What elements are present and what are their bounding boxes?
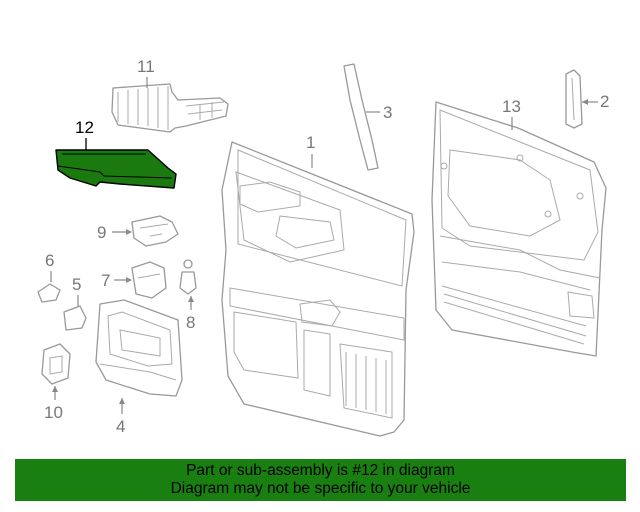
part-9-bracket[interactable] [131, 215, 179, 247]
part-1-door-trim-panel[interactable] [221, 141, 415, 437]
callout-5: 5 [72, 275, 81, 294]
callout-2: 2 [600, 92, 609, 111]
part-5-retainer[interactable] [63, 305, 87, 331]
info-banner: Part or sub-assembly is #12 in diagram D… [15, 459, 626, 501]
part-4-map-pocket[interactable] [95, 299, 183, 397]
callout-1: 1 [306, 133, 315, 152]
part-11-switch-assembly[interactable] [111, 83, 229, 133]
part-3-weatherstrip[interactable] [343, 63, 379, 171]
part-6-clip[interactable] [37, 283, 61, 303]
part-13-inner-door-panel[interactable] [431, 101, 607, 357]
callout-11: 11 [137, 57, 155, 76]
callout-9: 9 [97, 223, 106, 242]
callout-12: 12 [75, 118, 94, 137]
parts-diagram: 11 12 3 2 1 [37, 57, 609, 437]
part-2-trim-piece[interactable] [565, 69, 583, 129]
part-10-cover[interactable] [41, 343, 71, 385]
part-7-switch[interactable] [131, 261, 167, 299]
callout-3: 3 [383, 103, 392, 122]
banner-line-2: Diagram may not be specific to your vehi… [170, 480, 471, 497]
callout-10: 10 [44, 403, 63, 422]
callout-4: 4 [116, 417, 125, 436]
callout-7: 7 [101, 271, 110, 290]
part-12-armrest-highlighted[interactable] [55, 149, 177, 189]
callout-13: 13 [502, 97, 521, 116]
banner-line-1: Part or sub-assembly is #12 in diagram [186, 462, 455, 479]
part-8-fastener[interactable] [179, 259, 197, 295]
callout-8: 8 [186, 313, 195, 332]
callout-6: 6 [45, 251, 54, 270]
